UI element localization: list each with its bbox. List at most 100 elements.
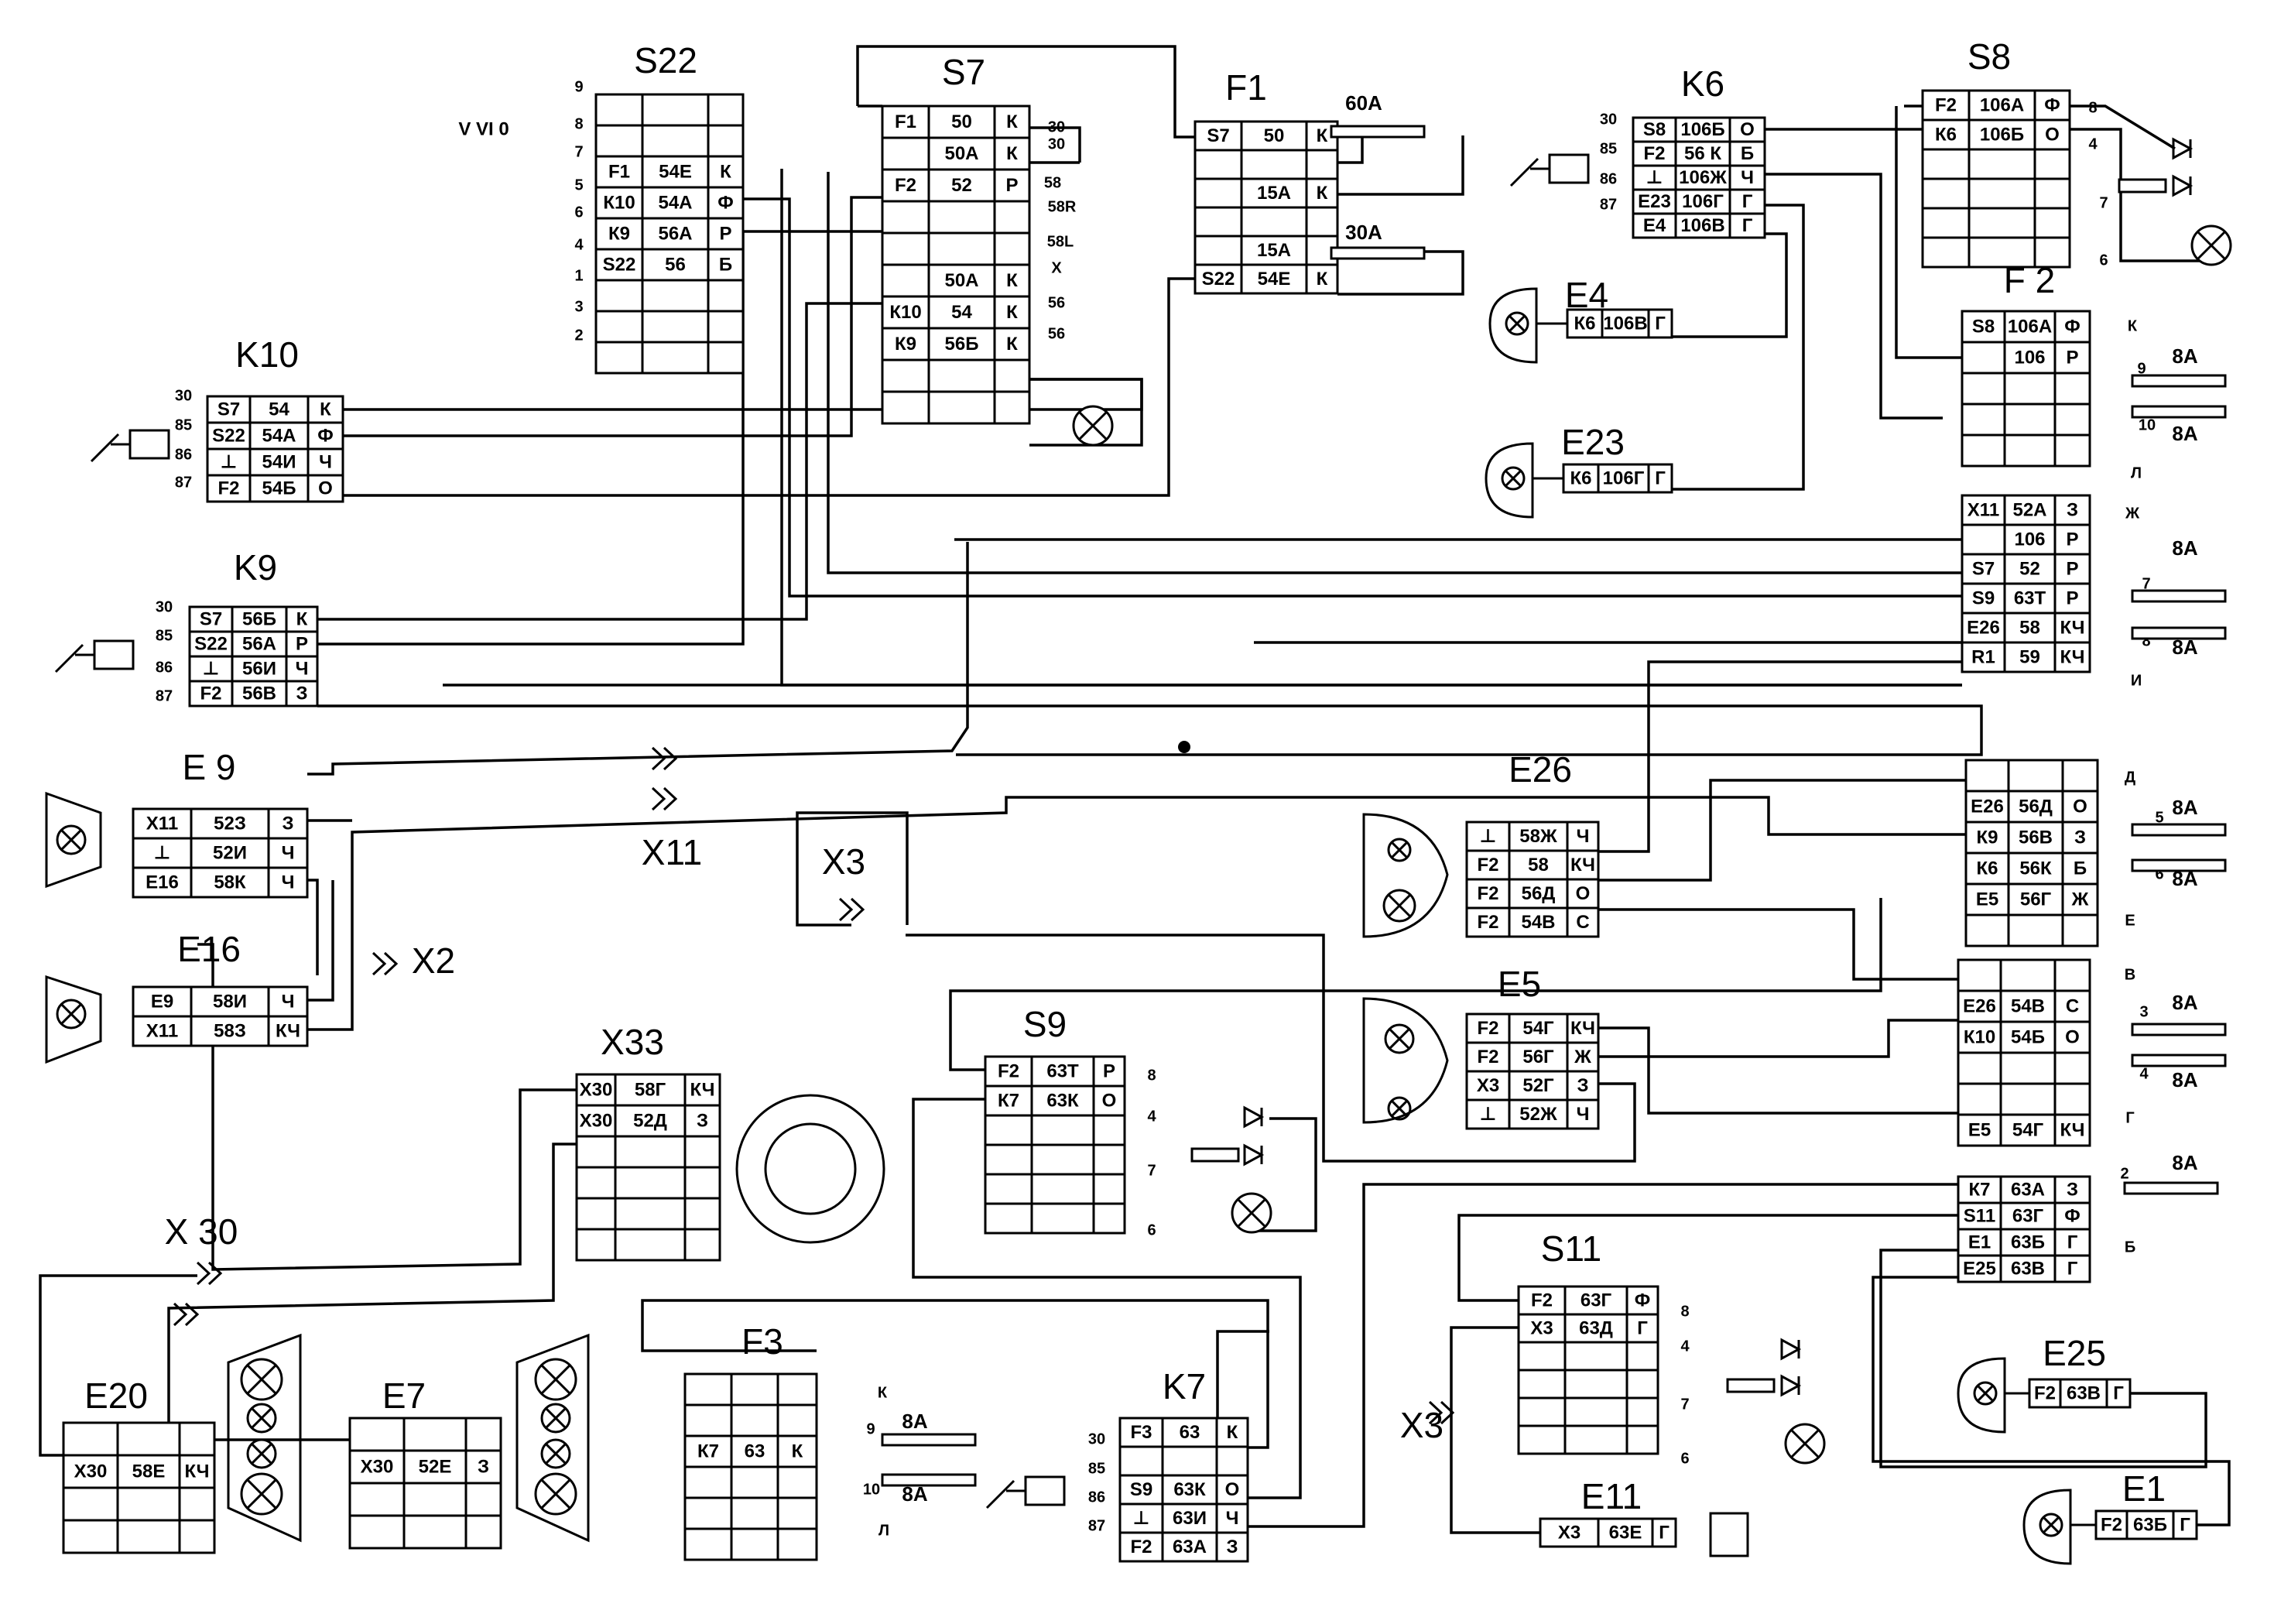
cell-label: К: [320, 399, 331, 420]
cell-label: Ф: [2064, 316, 2080, 337]
cell-label: Е26: [1967, 617, 2000, 638]
cell-label: S9: [1972, 588, 1995, 608]
cell-label: F1: [895, 111, 916, 132]
fuse-rating: 8А: [902, 1410, 927, 1433]
pin-label: Л: [878, 1522, 889, 1539]
cell-label: 106: [2014, 529, 2045, 550]
wire: [343, 196, 882, 437]
cell-label: F2: [200, 683, 221, 704]
connector-chevron: [651, 746, 678, 771]
pin-label: Е: [2125, 912, 2135, 929]
diode-triangle: [1243, 1105, 1265, 1129]
plug-label: Г: [1659, 1522, 1670, 1543]
pin-label: 4: [2139, 1065, 2149, 1082]
lamp-bulb: [1501, 466, 1526, 491]
fuse-body: [2131, 374, 2227, 388]
cell-label: Х11: [146, 813, 178, 834]
cell-label: F2: [1531, 1290, 1553, 1311]
cell-label: 54Г: [2012, 1119, 2044, 1140]
component-frame: [1118, 1417, 1249, 1563]
pin-label: 85: [175, 416, 192, 433]
pin-label: Г: [2125, 1109, 2134, 1126]
cell-label: Х11: [146, 1020, 178, 1041]
connector-label: X2: [412, 940, 455, 981]
wire: [796, 811, 909, 927]
pin-label: Б: [2125, 1239, 2135, 1256]
cell-label: F2: [1477, 883, 1498, 904]
cell-label: О: [1740, 119, 1755, 140]
pin-label: 87: [1088, 1517, 1105, 1534]
cell-label: 56В: [242, 683, 276, 704]
cell-label: S22: [1202, 269, 1235, 290]
housing-e20: [227, 1333, 302, 1543]
lamp-title: E25: [2043, 1333, 2106, 1373]
lamp-title: E4: [1565, 275, 1608, 315]
fuse-rating: 8А: [2172, 1068, 2197, 1091]
pin-label: 30: [1088, 1430, 1105, 1448]
component-title: F1: [1225, 67, 1267, 108]
connector-chevron: [372, 951, 399, 976]
diode-triangle: [1243, 1143, 1265, 1167]
cell-label: Г: [2067, 1232, 2078, 1252]
relay-coil: [1548, 153, 1590, 184]
wire: [1252, 1117, 1317, 1232]
pin-label: 8: [574, 115, 583, 132]
lamp-bulb: [2039, 1513, 2063, 1537]
pin-label: 9: [866, 1420, 875, 1437]
lamp-e20: [240, 1472, 283, 1516]
cell-label: 56А: [242, 633, 276, 654]
pin-label: 30: [1048, 135, 1065, 152]
cell-label: 63Т: [2014, 588, 2046, 608]
fuse-rating: 8А: [2172, 422, 2197, 445]
lamp-e20: [240, 1358, 283, 1401]
plug-label: Г: [2113, 1382, 2124, 1403]
component-frame: [1632, 116, 1766, 239]
diode-triangle: [2172, 174, 2194, 197]
pin-label: 4: [1680, 1338, 1690, 1355]
cell-label: КЧ: [2060, 646, 2084, 667]
pin-label: 7: [2142, 575, 2150, 592]
plug-label: Г: [1655, 468, 1666, 488]
pin-label: 87: [156, 687, 173, 704]
cell-label: 63К: [1173, 1479, 1206, 1500]
wire: [307, 796, 1966, 1031]
cell-label: З: [282, 813, 293, 834]
wire: [197, 943, 577, 1271]
cell-label: Г: [1742, 191, 1753, 212]
plug-label: К6: [1574, 313, 1596, 334]
housing-e7: [515, 1333, 590, 1543]
pin-label: 2: [574, 327, 583, 344]
bulb-cross: [1790, 1429, 1820, 1458]
cell-label: 56А: [658, 223, 692, 244]
cell-label: 56Б: [945, 334, 979, 355]
bulb-cross: [1977, 1385, 1994, 1402]
cell-label: 63А: [1173, 1537, 1207, 1557]
component-title: E5: [1498, 964, 1541, 1004]
wire: [1668, 204, 1805, 491]
connector-chevron: [651, 786, 678, 811]
bulb-cross: [251, 1443, 272, 1465]
cell-label: 63Д: [1579, 1317, 1613, 1338]
wire: [949, 898, 1882, 1071]
cell-label: Ф: [717, 192, 733, 213]
wire: [343, 277, 1195, 497]
cell-label: 106: [2014, 347, 2045, 368]
cell-label: КЧ: [2060, 617, 2084, 638]
cell-label: F2: [217, 478, 239, 499]
cell-label: ⊥: [1480, 1104, 1497, 1125]
plug-label: К6: [1570, 468, 1592, 488]
wire: [1337, 135, 1464, 196]
cell-label: 50А: [944, 270, 978, 291]
cell-label: Е16: [146, 872, 179, 893]
lamp-e26-b: [1382, 889, 1416, 923]
cell-label: К: [1006, 111, 1018, 132]
cell-label: Е26: [1963, 995, 1996, 1016]
pin-label: 56: [1048, 294, 1065, 311]
cell-label: F3: [1130, 1422, 1152, 1443]
